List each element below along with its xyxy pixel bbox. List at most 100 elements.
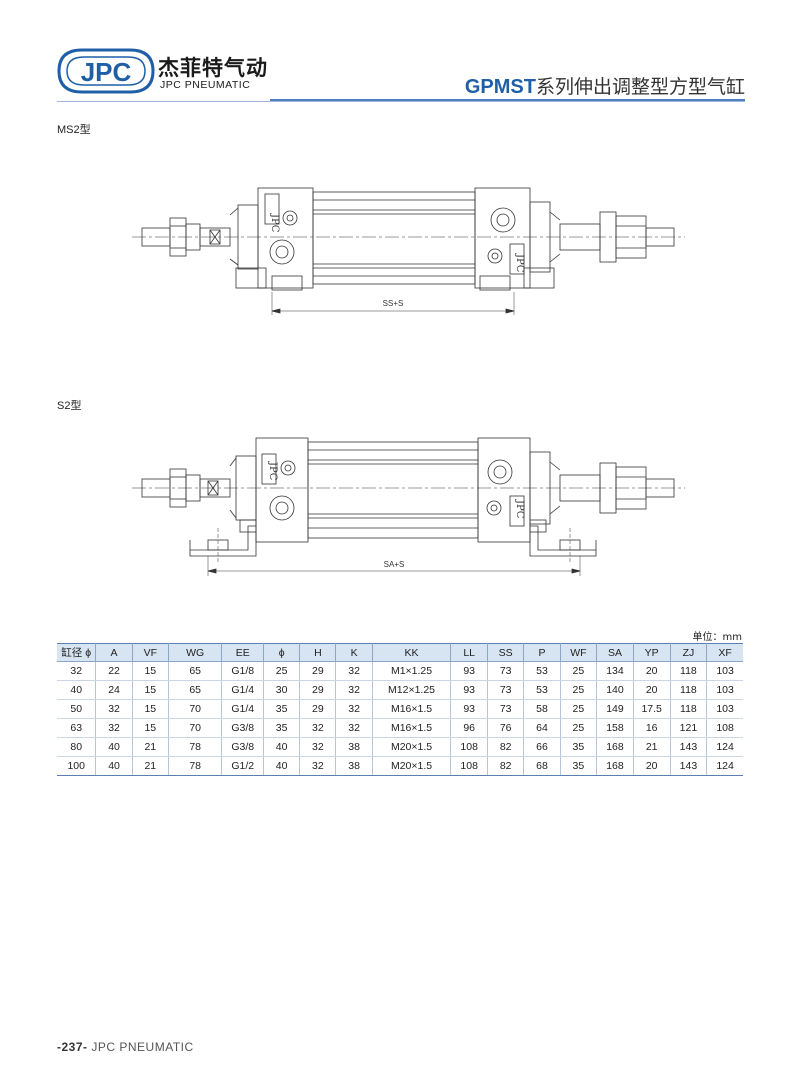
table-cell: 134 [596, 661, 634, 681]
table-cell: 32 [299, 718, 337, 738]
table-cell: G3/8 [221, 737, 265, 757]
table-cell: 140 [596, 680, 634, 700]
table-cell: 38 [335, 737, 373, 757]
table-cell: M12×1.25 [371, 680, 452, 700]
table-cell: 15 [131, 680, 169, 700]
table-cell: G3/8 [221, 718, 265, 738]
table-cell: 82 [486, 737, 525, 757]
table-cell: 17.5 [632, 699, 671, 719]
table-cell: 20 [632, 661, 671, 681]
column-header: ϕ [263, 643, 301, 662]
table-cell: 29 [299, 680, 337, 700]
svg-text:JPC: JPC [81, 57, 132, 87]
table-cell: 29 [299, 699, 337, 719]
table-cell: 73 [486, 699, 525, 719]
table-cell: 93 [450, 661, 488, 681]
table-cell: 100 [57, 756, 97, 776]
column-header: XF [706, 643, 743, 662]
table-cell: 40 [95, 737, 133, 757]
ms2-cylinder-drawing: JPC JPC SS+S [132, 187, 685, 315]
svg-text:JPC: JPC [267, 461, 278, 481]
table-cell: 32 [95, 718, 133, 738]
table-cell: 70 [167, 699, 223, 719]
table-cell: 20 [632, 756, 671, 776]
svg-text:JPC: JPC [269, 213, 280, 233]
table-cell: 22 [95, 661, 133, 681]
column-header: EE [221, 643, 265, 662]
table-cell: 108 [450, 756, 488, 776]
table-cell: 15 [131, 718, 169, 738]
column-header: WG [167, 643, 223, 662]
table-cell: M20×1.5 [371, 737, 452, 757]
table-cell: 40 [263, 737, 301, 757]
table-cell: 16 [632, 718, 671, 738]
table-cell: 35 [559, 756, 598, 776]
table-cell: G1/4 [221, 699, 265, 719]
table-cell: 80 [57, 737, 97, 757]
table-cell: 15 [131, 699, 169, 719]
table-cell: 29 [299, 661, 337, 681]
table-cell: 78 [167, 737, 223, 757]
table-cell: 73 [486, 661, 525, 681]
table-cell: 65 [167, 680, 223, 700]
table-cell: 143 [669, 737, 708, 757]
table-cell: M16×1.5 [371, 718, 452, 738]
table-cell: 118 [669, 680, 708, 700]
table-cell: G1/8 [221, 661, 265, 681]
header-rule-thin [57, 101, 745, 102]
table-cell: 32 [335, 699, 373, 719]
jpc-logo: JPC [57, 48, 155, 94]
ms2-dimension-label: SS+S [383, 299, 404, 308]
page-header: JPC 杰菲特气动 JPC PNEUMATIC GPMST系列伸出调整型方型气缸 [0, 0, 800, 110]
table-cell: 58 [523, 699, 561, 719]
table-cell: 76 [486, 718, 525, 738]
unit-note: 单位：mm [692, 632, 742, 643]
table-cell: 25 [559, 718, 598, 738]
table-cell: 32 [335, 718, 373, 738]
table-cell: 68 [523, 756, 561, 776]
table-cell: 24 [95, 680, 133, 700]
table-cell: 50 [57, 699, 97, 719]
s2-cylinder-drawing: JPC JPC SA+S [132, 437, 685, 576]
column-header: K [335, 643, 373, 662]
table-cell: 30 [263, 680, 301, 700]
table-cell: 96 [450, 718, 488, 738]
column-header: P [523, 643, 561, 662]
table-cell: 158 [596, 718, 634, 738]
column-header: SS [486, 643, 525, 662]
table-cell: 65 [167, 661, 223, 681]
table-cell: G1/2 [221, 756, 265, 776]
table-cell: 93 [450, 699, 488, 719]
title-rest: 系列伸出调整型方型气缸 [535, 76, 745, 98]
table-cell: 21 [632, 737, 671, 757]
table-cell: 73 [486, 680, 525, 700]
table-cell: 53 [523, 661, 561, 681]
table-cell: 103 [706, 661, 743, 681]
table-cell: 78 [167, 756, 223, 776]
table-cell: 124 [706, 737, 743, 757]
table-cell: M16×1.5 [371, 699, 452, 719]
column-header: SA [596, 643, 634, 662]
table-cell: 118 [669, 699, 708, 719]
table-cell: 35 [263, 699, 301, 719]
table-cell: 70 [167, 718, 223, 738]
table-cell: 15 [131, 661, 169, 681]
table-cell: 25 [263, 661, 301, 681]
table-cell: 32 [299, 756, 337, 776]
table-cell: 32 [335, 680, 373, 700]
column-header: WF [559, 643, 598, 662]
table-cell: 103 [706, 680, 743, 700]
table-cell: 149 [596, 699, 634, 719]
table-cell: 82 [486, 756, 525, 776]
table-cell: 32 [335, 661, 373, 681]
column-header: YP [632, 643, 671, 662]
table-cell: 21 [131, 756, 169, 776]
table-cell: 143 [669, 756, 708, 776]
document-title: GPMST系列伸出调整型方型气缸 [465, 72, 745, 99]
column-header: ZJ [669, 643, 708, 662]
